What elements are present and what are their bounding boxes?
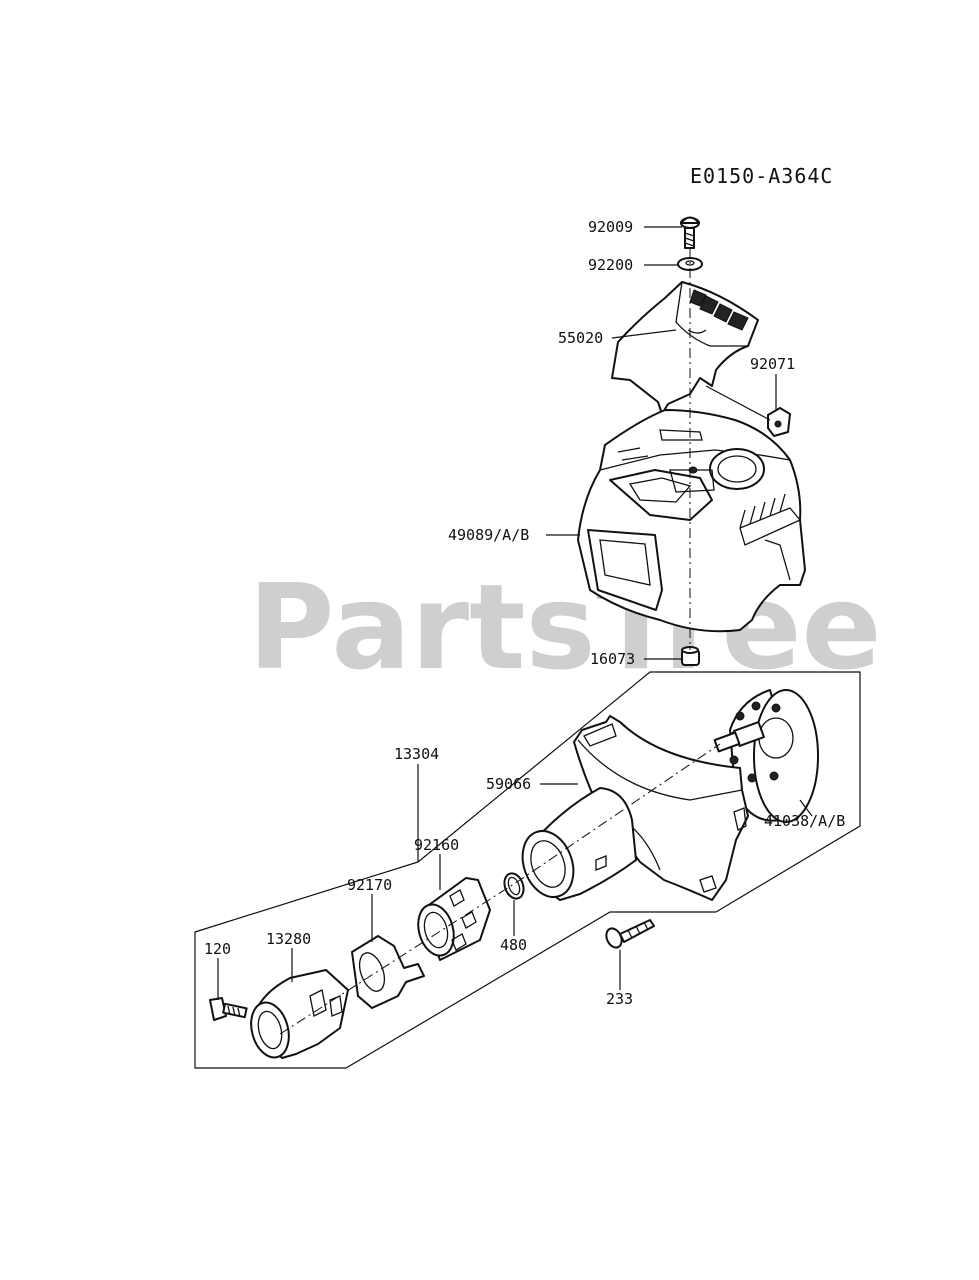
part-59066-fan-housing[interactable] bbox=[514, 715, 749, 904]
part-233-screw[interactable] bbox=[603, 919, 655, 950]
callout-120[interactable]: 120 bbox=[204, 940, 231, 958]
callout-92009[interactable]: 92009 bbox=[588, 218, 633, 236]
callout-480[interactable]: 480 bbox=[500, 936, 527, 954]
callout-92071[interactable]: 92071 bbox=[750, 355, 795, 373]
callout-92170[interactable]: 92170 bbox=[347, 876, 392, 894]
callout-49089[interactable]: 49089/A/B bbox=[448, 526, 529, 544]
callout-59066[interactable]: 59066 bbox=[486, 775, 531, 793]
part-49089-housing[interactable] bbox=[577, 409, 806, 633]
diagram-code: E0150-A364C bbox=[690, 164, 833, 188]
part-13280-clutch-case[interactable] bbox=[245, 969, 349, 1062]
callout-41038[interactable]: 41038/A/B bbox=[764, 812, 845, 830]
part-480-circlip[interactable] bbox=[501, 871, 527, 902]
leader-lines bbox=[217, 226, 813, 1000]
assembly-13304-bracket bbox=[194, 671, 861, 1069]
part-55020-cover[interactable] bbox=[611, 281, 759, 415]
part-92009-screw[interactable] bbox=[680, 216, 700, 249]
part-16073-grommet[interactable] bbox=[681, 646, 700, 666]
callout-233[interactable]: 233 bbox=[606, 990, 633, 1008]
callout-13280[interactable]: 13280 bbox=[266, 930, 311, 948]
callout-92200[interactable]: 92200 bbox=[588, 256, 633, 274]
callout-16073[interactable]: 16073 bbox=[590, 650, 635, 668]
part-92160-bearing-holder[interactable] bbox=[413, 877, 491, 961]
callout-55020[interactable]: 55020 bbox=[558, 329, 603, 347]
callout-92160[interactable]: 92160 bbox=[414, 836, 459, 854]
part-92170-retainer[interactable] bbox=[351, 935, 425, 1009]
bottom-center-line bbox=[279, 743, 721, 1035]
part-41038-fan[interactable] bbox=[713, 689, 819, 823]
callout-13304[interactable]: 13304 bbox=[394, 745, 439, 763]
part-92071-clip[interactable] bbox=[767, 407, 791, 437]
part-120-bolt[interactable] bbox=[209, 997, 248, 1021]
